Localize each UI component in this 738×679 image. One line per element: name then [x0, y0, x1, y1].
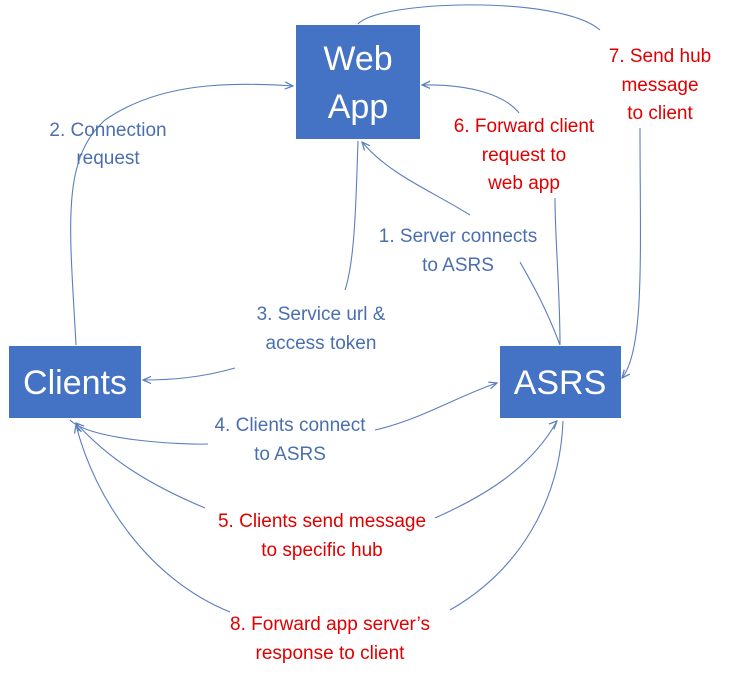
label-1: 1. Server connects to ASRS: [379, 226, 537, 276]
clients-node: Clients: [9, 346, 141, 418]
clients-label: Clients: [23, 364, 127, 402]
edge-5-clients-send: [76, 420, 558, 519]
label-3-line2: access token: [266, 333, 377, 354]
edge-2-connection-request: [70, 84, 293, 346]
label-7: 7. Send hub message to client: [609, 46, 711, 124]
asrs-label: ASRS: [514, 364, 607, 402]
edge-6-forward-request: [422, 85, 561, 346]
label-2-line2: request: [76, 148, 140, 169]
web-app-label-line2: App: [328, 88, 389, 126]
label-6-line3: web app: [487, 173, 560, 194]
label-8-line2: response to client: [256, 643, 406, 664]
label-1-line2: to ASRS: [422, 255, 494, 276]
edge-3-service-url: [143, 140, 359, 380]
label-4: 4. Clients connect to ASRS: [214, 415, 366, 465]
web-app-label-line1: Web: [323, 40, 392, 78]
label-8-line1: 8. Forward app server’s: [230, 614, 430, 635]
edge-8-forward-response: [76, 421, 564, 613]
label-2-line1: 2. Connection: [49, 120, 166, 141]
edge-7-send-hub-message: [357, 4, 642, 378]
label-7-line1: 7. Send hub: [609, 46, 711, 67]
label-6-line2: request to: [482, 145, 567, 166]
asrs-node: ASRS: [500, 346, 621, 418]
label-2: 2. Connection request: [49, 120, 166, 169]
label-6-line1: 6. Forward client: [454, 116, 595, 137]
label-5-line1: 5. Clients send message: [218, 511, 426, 532]
edge-1-server-connects: [362, 142, 561, 346]
label-4-line2: to ASRS: [254, 444, 326, 465]
label-7-line3: to client: [627, 103, 693, 124]
label-5-line2: to specific hub: [261, 540, 382, 561]
label-1-line1: 1. Server connects: [379, 226, 537, 247]
label-5: 5. Clients send message to specific hub: [218, 511, 426, 561]
web-app-node: Web App: [296, 25, 420, 139]
label-3-line1: 3. Service url &: [257, 304, 386, 325]
label-6: 6. Forward client request to web app: [454, 116, 595, 194]
label-4-line1: 4. Clients connect: [214, 415, 366, 436]
label-7-line2: message: [621, 75, 698, 96]
label-8: 8. Forward app server’s response to clie…: [230, 614, 430, 664]
label-3: 3. Service url & access token: [257, 304, 386, 354]
